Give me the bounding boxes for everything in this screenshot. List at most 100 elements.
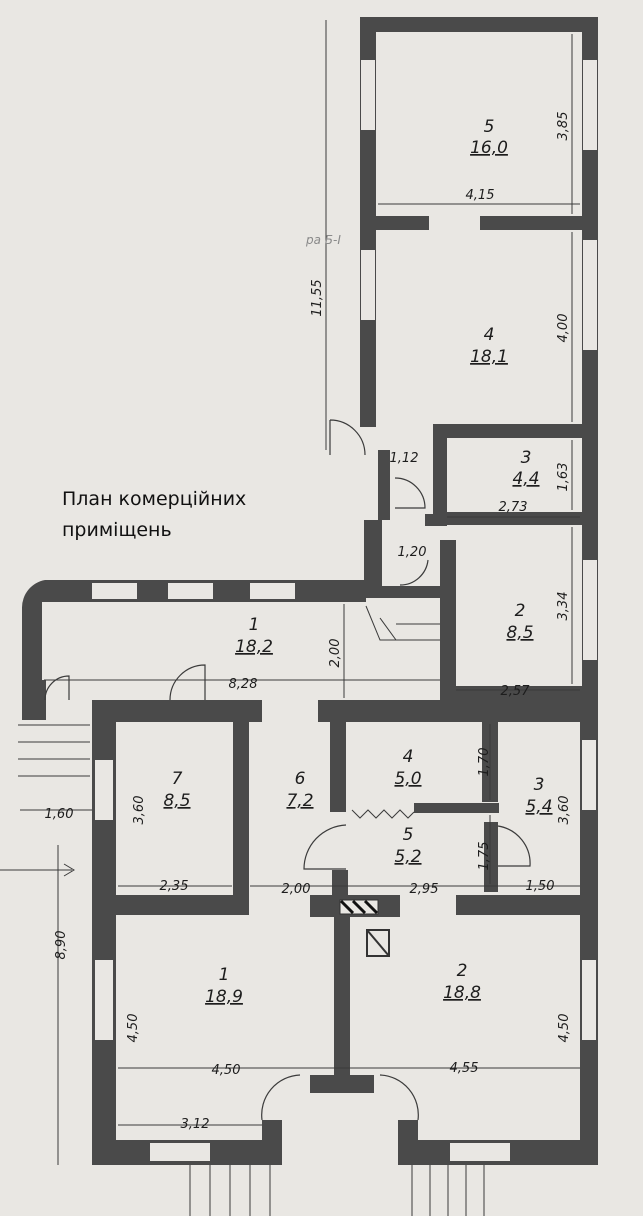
window [361,250,375,320]
window [95,960,113,1040]
window [168,583,213,599]
room-number: 5 [484,117,495,137]
dimension-label: 2,95 [410,882,439,897]
wall [440,540,456,700]
wall [360,17,586,32]
wall [447,512,582,525]
dimension-label: 1,63 [556,463,571,492]
dimension-label: 3,34 [556,592,571,621]
room-number: 1 [219,965,230,985]
room-area: 16,0 [470,138,508,158]
dimension-label: 4,00 [556,314,571,343]
steps-bottom-right [411,1165,485,1216]
steps-left [18,724,90,777]
wall [334,917,350,1077]
room-label: 28,5 [506,601,533,643]
room-label: 118,2 [235,615,273,657]
shaft-icon [366,929,390,957]
room-area: 4,4 [512,469,539,489]
shaft-diagonal [366,929,390,957]
room-area: 7,2 [286,791,313,811]
wall [116,895,249,915]
room-label: 418,1 [470,325,508,367]
room-area: 5,2 [394,847,421,867]
door-arc [261,1074,419,1121]
window [583,240,597,350]
dimension-label: 8,90 [54,931,69,960]
dimension-label: 3,12 [181,1117,210,1132]
wall [21,580,366,700]
wall [378,450,390,520]
room-label: 34,4 [512,448,539,489]
room-number: 6 [295,769,306,789]
wall [92,700,262,722]
window [582,740,596,810]
room-label: 516,0 [470,117,508,158]
door-arc [303,824,347,870]
dimension-label: 3,85 [556,112,571,141]
vent-hatch [339,899,379,915]
window [95,760,113,820]
dimension-label: 4,55 [450,1061,479,1076]
window [450,1143,510,1161]
dimension-label: 2,57 [501,684,531,699]
wall [262,1120,282,1145]
room-number: 2 [515,601,526,621]
room-number: 7 [172,769,183,789]
dimension-lines [20,34,580,1126]
wall [456,895,580,915]
dimension-label: 2,00 [282,882,311,897]
dimension-label: 1,20 [398,545,427,560]
room-area: 18,9 [205,987,243,1007]
dimension-label: 2,73 [499,500,528,515]
partition-lines [365,605,440,641]
dimension-label: 11,55 [310,279,325,316]
wall [330,722,346,812]
dimension-label: 4,50 [557,1014,572,1043]
dimension-label: 3,60 [557,796,572,825]
doors [44,419,531,1121]
corridor-walls [21,580,582,722]
window [583,60,597,150]
window [361,60,375,130]
room-number: 5 [403,825,414,845]
plan-title: План комерційних приміщень [62,484,312,546]
wall [233,722,249,897]
dimension-label: 4,15 [466,188,495,203]
entry-steps [18,724,485,1216]
room-area: 18,2 [235,637,273,657]
faint-annotation: ра Б-І [305,233,341,247]
dimension-label: 2,00 [328,639,343,668]
dimension-label: 4,50 [126,1014,141,1043]
room-number: 3 [534,775,545,795]
door-arc [399,559,429,586]
wall [582,17,598,717]
window [583,560,597,660]
lower-block-walls [92,700,598,1165]
window [150,1143,210,1161]
steps-bottom-left [189,1165,271,1216]
room-label: 78,5 [163,769,190,811]
window [250,583,295,599]
wall [433,424,447,524]
wall [366,586,440,598]
wall [580,700,598,1165]
dimension-label: 1,60 [45,807,74,822]
room-area: 8,5 [163,791,190,811]
room-label: 35,4 [525,775,552,817]
wall [318,700,582,722]
wall [398,1120,418,1145]
room-area: 18,1 [470,347,508,367]
room-number: 1 [249,615,260,635]
door-arc [44,675,70,701]
dimension-label: 4,50 [212,1063,241,1078]
wall [414,803,499,813]
wall [433,424,582,438]
title-line-1: План комерційних [62,488,247,510]
wall [22,680,46,720]
wall [480,216,582,230]
arrow-icon [63,863,75,877]
title-line-2: приміщень [62,519,172,541]
door-arc [329,419,366,456]
wall [376,216,429,230]
